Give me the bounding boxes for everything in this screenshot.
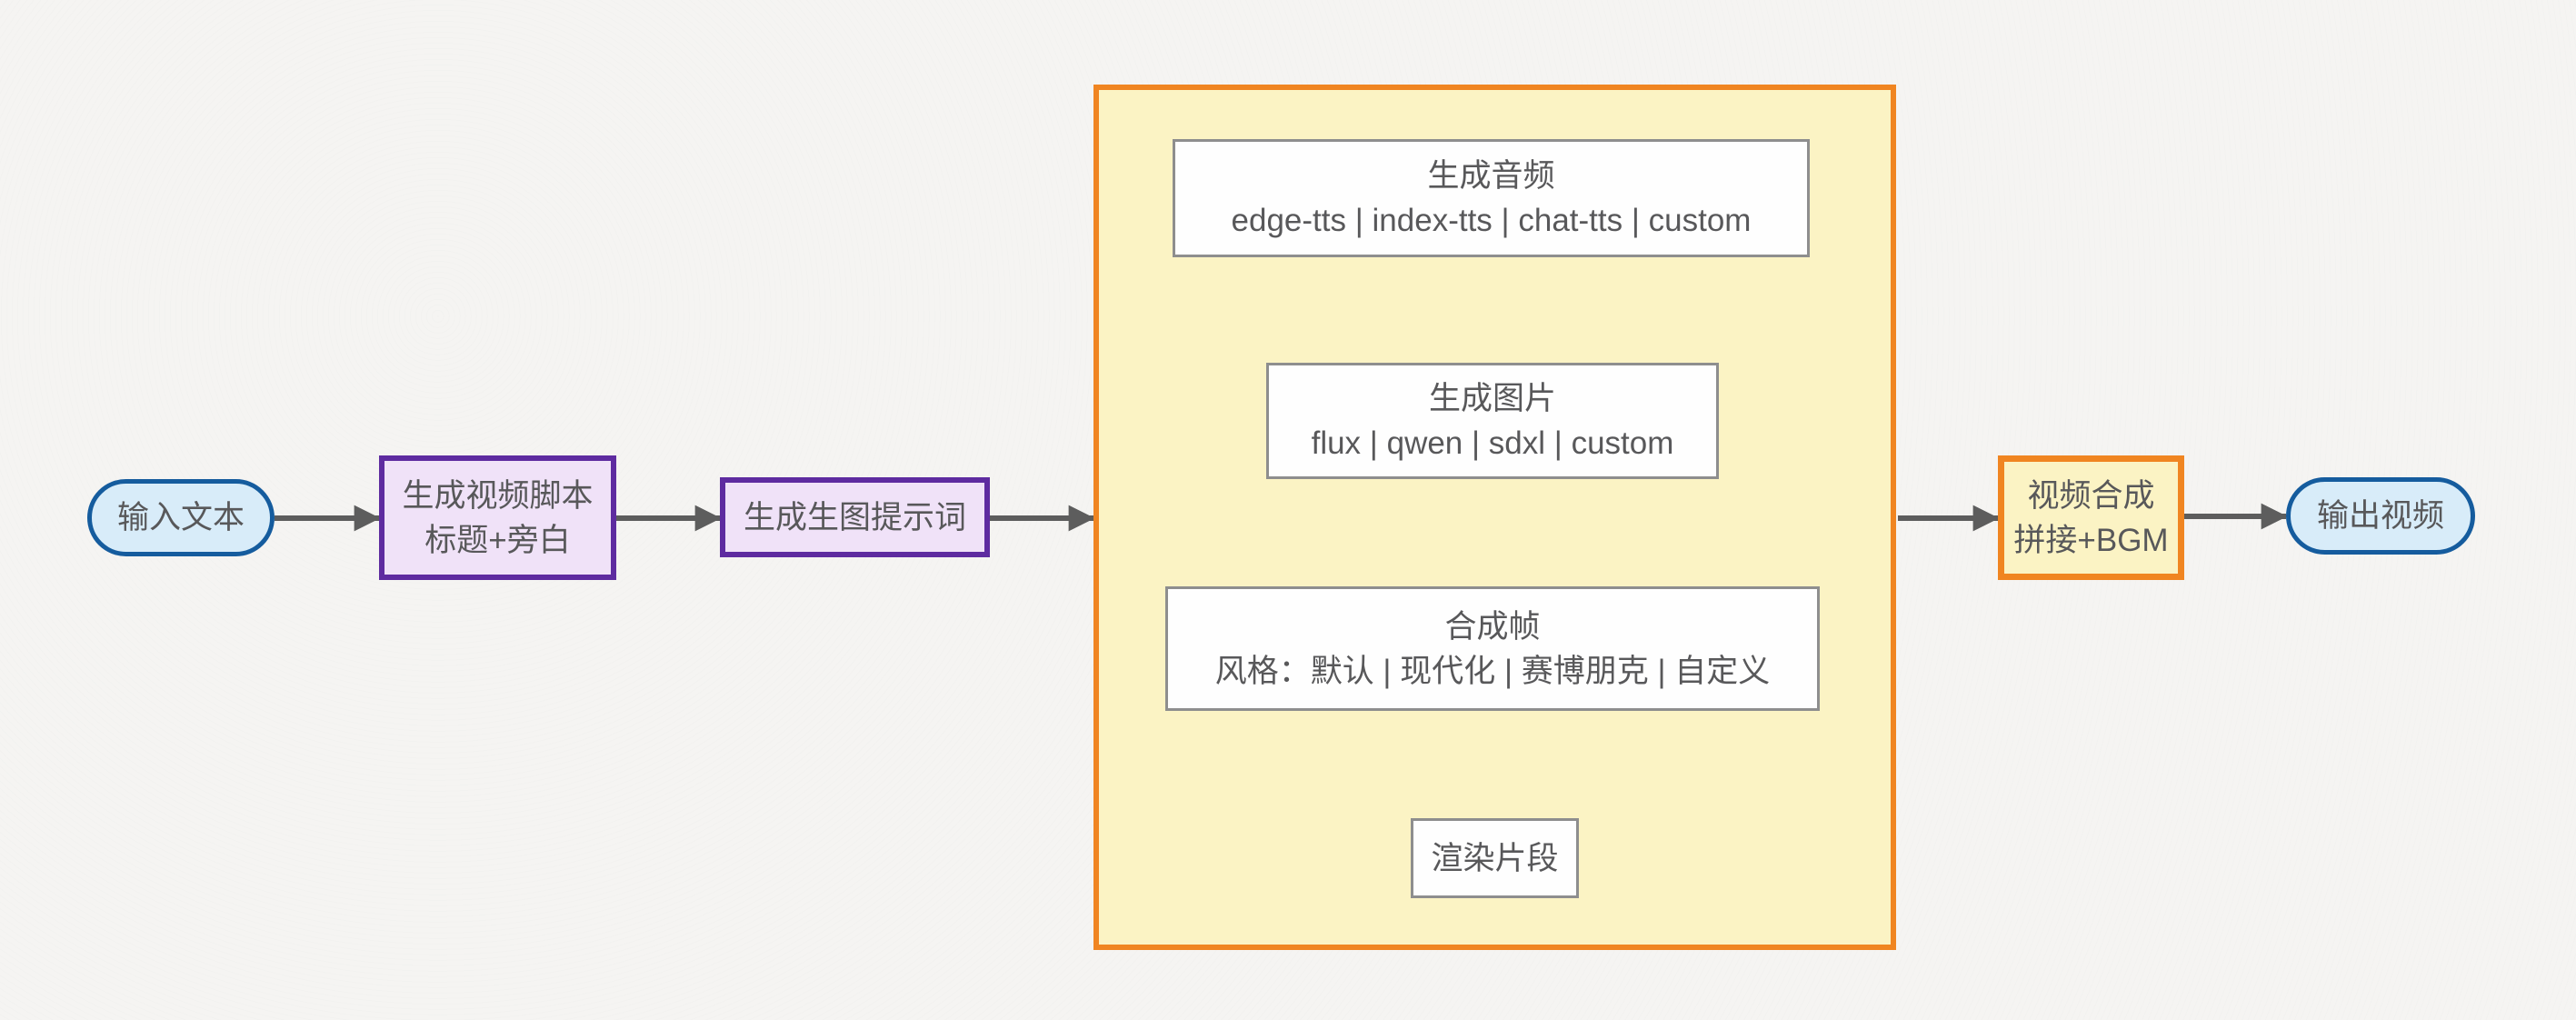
node-generate-audio-options: edge-tts | index-tts | chat-tts | custom [1231, 203, 1752, 238]
node-generate-prompt: 生成生图提示词 [720, 477, 990, 557]
node-generate-script-subtitle: 标题+旁白 [424, 522, 571, 558]
node-generate-image: 生成图片 flux | qwen | sdxl | custom [1266, 363, 1719, 479]
node-video-compose: 视频合成 拼接+BGM [1998, 455, 2184, 580]
node-generate-audio-title: 生成音频 [1427, 158, 1555, 194]
node-generate-image-title: 生成图片 [1428, 381, 1556, 416]
node-output-video: 输出视频 [2286, 477, 2475, 555]
node-compose-frame: 合成帧 风格：默认 | 现代化 | 赛博朋克 | 自定义 [1165, 586, 1820, 711]
node-input-text: 输入文本 [87, 479, 275, 556]
node-output-video-label: 输出视频 [2316, 498, 2444, 534]
node-compose-frame-title: 合成帧 [1444, 608, 1541, 645]
node-generate-script-title: 生成视频脚本 [402, 477, 594, 514]
node-generate-script: 生成视频脚本 标题+旁白 [379, 455, 616, 580]
node-generate-audio: 生成音频 edge-tts | index-tts | chat-tts | c… [1173, 139, 1810, 257]
node-compose-frame-options: 风格：默认 | 现代化 | 赛博朋克 | 自定义 [1214, 653, 1771, 689]
node-input-text-label: 输入文本 [116, 500, 245, 535]
node-generate-image-options: flux | qwen | sdxl | custom [1311, 425, 1674, 461]
node-video-compose-subtitle: 拼接+BGM [2013, 522, 2169, 558]
node-generate-prompt-label: 生成生图提示词 [743, 499, 966, 535]
node-render-clip-label: 渲染片段 [1431, 840, 1559, 876]
node-render-clip: 渲染片段 [1411, 818, 1579, 898]
node-video-compose-title: 视频合成 [2027, 477, 2155, 514]
